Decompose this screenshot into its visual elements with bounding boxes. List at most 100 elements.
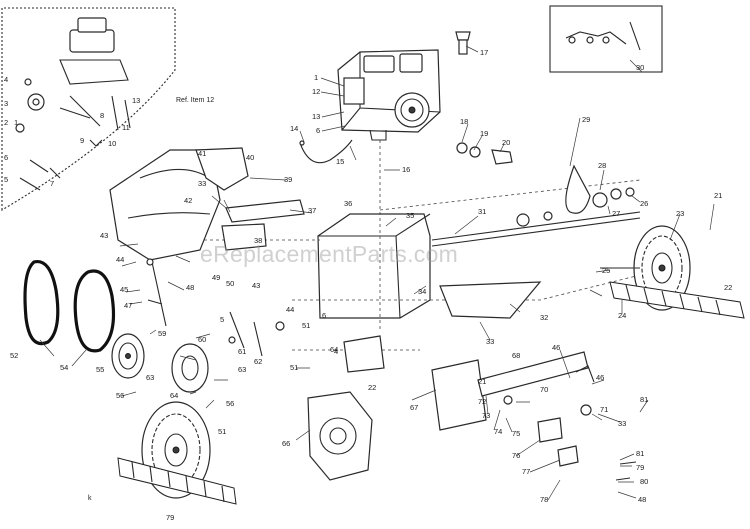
callout-1-engine: 1 — [314, 73, 318, 82]
shift-plate — [439, 281, 542, 319]
friction-wheel — [171, 343, 209, 393]
switch-box — [537, 417, 579, 467]
callout-30: 30 — [636, 63, 644, 72]
callout-25: 25 — [602, 266, 610, 275]
callout-10: 10 — [108, 139, 116, 148]
callout-47: 47 — [124, 301, 132, 310]
callout-35: 35 — [406, 211, 414, 220]
callout-72: 73 — [482, 411, 490, 420]
callout-33-low: 33 — [618, 419, 626, 428]
callout-43: 43 — [100, 231, 108, 240]
callout-22-right: 22 — [724, 283, 732, 292]
callout-46-b: 46 — [596, 373, 604, 382]
callout-36: 36 — [344, 199, 352, 208]
callout-81: 81 — [640, 395, 648, 404]
leader-lines — [39, 45, 715, 501]
callout-48: 48 — [186, 283, 194, 292]
callout-58: 59 — [158, 329, 166, 338]
throttle-cable — [299, 139, 353, 164]
callout-13-engine: 13 — [312, 112, 320, 121]
callout-13: 13 — [132, 96, 140, 105]
watermark-text: eReplacementParts.com — [200, 241, 458, 267]
callout-18: 18 — [460, 117, 468, 126]
callout-15: 15 — [336, 157, 344, 166]
washer-stack — [456, 142, 513, 165]
drive-shaft — [431, 211, 641, 247]
callout-39: 39 — [284, 175, 292, 184]
callout-63: 64 — [170, 391, 178, 400]
callout-65: 66 — [282, 439, 290, 448]
callout-38: 38 — [254, 236, 262, 245]
callout-71: 72 — [478, 397, 486, 406]
callout-37: 37 — [308, 206, 316, 215]
callout-56: 55 — [96, 365, 104, 374]
callout-44-mid: 44 — [286, 305, 294, 314]
callout-19: 19 — [480, 129, 488, 138]
callout-40: 40 — [246, 153, 254, 162]
callout-48-low: 48 — [638, 495, 646, 504]
callout-5-mid: 5 — [220, 315, 224, 324]
auger-housing — [109, 147, 305, 261]
callout-59: 60 — [198, 335, 206, 344]
main-frame — [180, 140, 661, 351]
callout-26: 26 — [640, 199, 648, 208]
callout-34: 34 — [418, 287, 426, 296]
gear-case — [307, 391, 373, 481]
callout-29: 29 — [582, 115, 590, 124]
callout-33: 33 — [486, 337, 494, 346]
callout-45: 45 — [120, 285, 128, 294]
drive-pulley — [111, 333, 145, 379]
drive-belt-pulley — [565, 164, 635, 214]
callout-31: 31 — [478, 207, 486, 216]
callout-49: 49 — [212, 273, 220, 282]
inset-hardware-kit — [549, 5, 663, 73]
callout-76: 77 — [522, 467, 530, 476]
callout-21-mid: 21 — [478, 377, 486, 386]
callout-42: 42 — [184, 196, 192, 205]
callout-74: 75 — [512, 429, 520, 438]
callout-50: 50 — [226, 279, 234, 288]
callout-7: 7 — [50, 179, 54, 188]
callout-57: 56 — [116, 391, 124, 400]
callout-52: 51 — [302, 321, 310, 330]
callout-44: 44 — [116, 255, 124, 264]
callout-67: 68 — [512, 351, 520, 360]
callout-8: 8 — [100, 111, 104, 120]
callout-21-right: 21 — [714, 191, 722, 200]
spark-plug — [455, 31, 471, 55]
belt-54 — [23, 259, 60, 346]
callout-16: 16 — [402, 165, 410, 174]
callout-43-mid: 43 — [252, 281, 260, 290]
callout-9: 9 — [80, 136, 84, 145]
callout-4: 4 — [4, 75, 8, 84]
callout-28: 28 — [598, 161, 606, 170]
callout-52-low: 51 — [218, 427, 226, 436]
callout-64: 64 — [330, 345, 338, 354]
inset-note: Ref. Item 12 — [176, 97, 214, 104]
callout-66: 67 — [410, 403, 418, 412]
callout-6-engine: 6 — [316, 126, 320, 135]
callout-22-mid: 22 — [368, 383, 376, 392]
callout-6-mid: 6 — [322, 311, 326, 320]
callout-75: 76 — [512, 451, 520, 460]
callout-78-low: 79 — [166, 513, 174, 522]
callout-33-left: 33 — [198, 179, 206, 188]
callout-57-mid: 56 — [226, 399, 234, 408]
callout-79: 80 — [640, 477, 648, 486]
callout-24: 24 — [618, 311, 626, 320]
callout-70: 71 — [600, 405, 608, 414]
linkage-parts — [146, 258, 637, 481]
inset-chute-assembly — [1, 7, 176, 211]
callout-54: 52 — [10, 351, 18, 360]
callout-1: 1 — [14, 118, 18, 127]
callout-41: 41 — [198, 149, 206, 158]
callout-numbers: 4 3 2 1 6 5 7 8 9 10 11 13 Ref. Item 12 … — [4, 48, 732, 522]
callout-55: 54 — [60, 363, 68, 372]
callout-51: 51 — [290, 363, 298, 372]
callout-68: 70 — [540, 385, 548, 394]
callout-4-mid: 4 — [334, 347, 338, 356]
callout-62-left: 63 — [146, 373, 154, 382]
callout-80: 81 — [636, 449, 644, 458]
callout-46: 46 — [552, 343, 560, 352]
